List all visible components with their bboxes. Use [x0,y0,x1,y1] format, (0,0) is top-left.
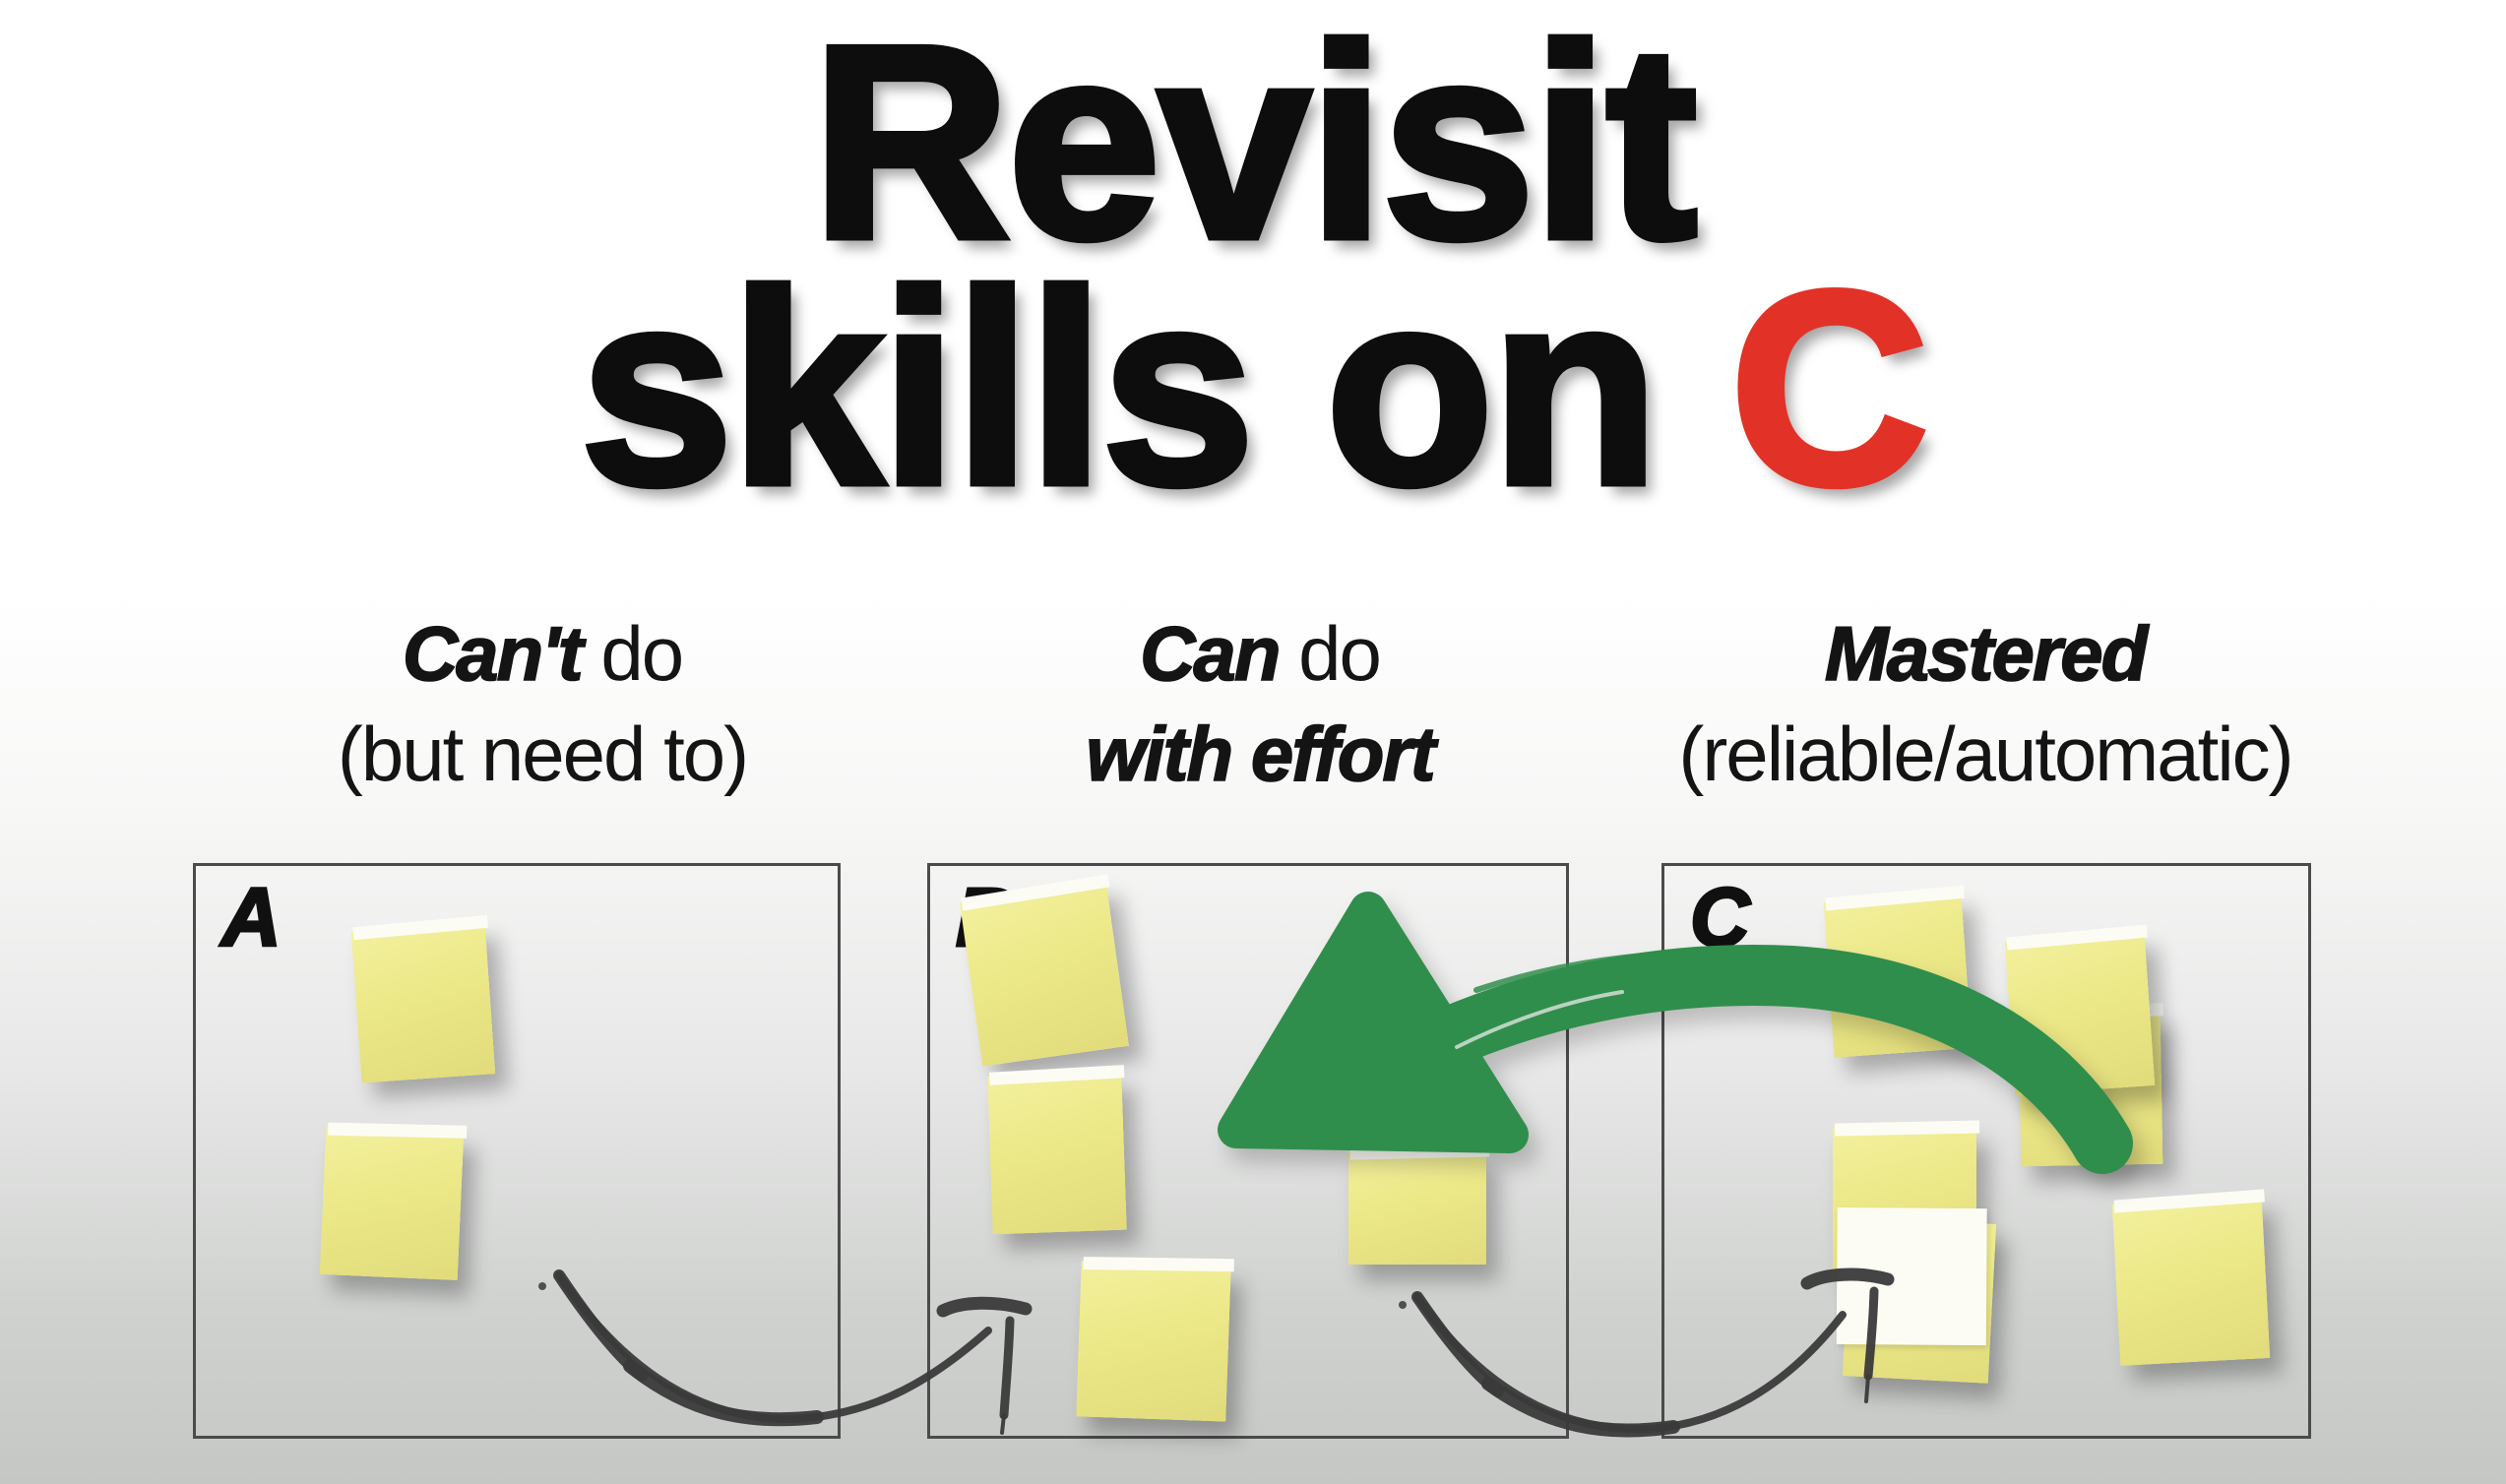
sticky-note [1842,1216,1997,1384]
sticky-note [2004,932,2156,1095]
heading-line: Can do [1139,609,1382,698]
heading-emphasis: Mastered [1824,609,2149,698]
subheading: (but need to) [337,711,749,797]
sticky-note [1076,1261,1231,1422]
title-accent-letter: C [1726,235,1932,542]
column-header-cant-do: Can't do (but need to) [218,603,867,804]
column-header-can-do: Can do with effort [935,603,1585,804]
heading-line: Mastered [1824,609,2149,698]
page-title: Revisit skills on C [0,0,2506,530]
sticky-note [350,922,496,1083]
title-line-1: Revisit [808,0,1701,296]
sticky-note [987,1072,1127,1235]
title-line-2: skills on C [0,248,2506,530]
sticky-note [1823,893,1973,1058]
heading-line: Can't do [402,609,684,698]
heading-emphasis: Can [1139,609,1282,698]
sticky-note [1348,1151,1486,1265]
column-header-mastered: Mastered (reliable/automatic) [1660,603,2310,804]
heading-rest: do [1279,610,1382,697]
sticky-note [960,882,1129,1067]
box-a: A [193,863,841,1439]
heading-emphasis: Can't [402,609,584,698]
box-a-label: A [220,871,283,963]
subheading: with effort [1085,710,1436,798]
sticky-note [319,1127,465,1280]
subheading: (reliable/automatic) [1678,711,2293,797]
heading-rest: do [581,610,684,697]
sticky-note [2111,1197,2271,1366]
title-line-2-text: skills on [577,235,1730,542]
